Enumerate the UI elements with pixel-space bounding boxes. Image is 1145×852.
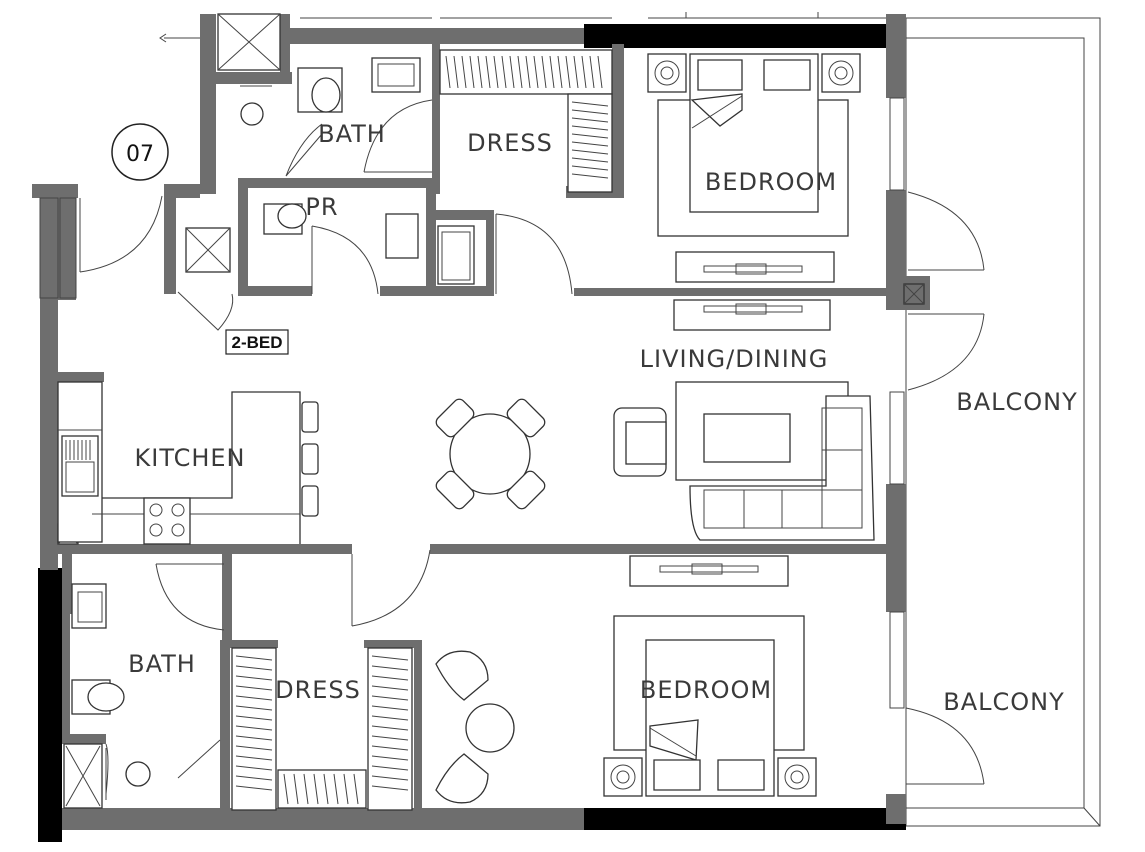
bottom-dress-wardrobes <box>231 647 413 811</box>
balcony-outline <box>905 17 1101 827</box>
unit-type-label: 2-BED <box>231 333 282 352</box>
label-bedroom-top: BEDROOM <box>705 168 837 196</box>
bottom-bedroom-furniture <box>435 555 817 804</box>
pr-fixtures <box>263 203 475 285</box>
windows <box>39 97 905 709</box>
label-bath-top: BATH <box>318 120 386 148</box>
doors <box>79 99 985 800</box>
label-dress-bottom: DRESS <box>275 676 361 704</box>
living-dining-furniture <box>435 299 875 541</box>
unit-number-marker: 07 <box>111 123 169 181</box>
walls <box>32 14 930 842</box>
unit-number: 07 <box>126 142 154 167</box>
label-powder-room: PR <box>305 193 338 221</box>
entry-arrow <box>159 33 200 43</box>
unit-type-tag: 2-BED <box>225 329 289 355</box>
label-dress-top: DRESS <box>467 129 553 157</box>
label-bedroom-bottom: BEDROOM <box>640 676 772 704</box>
kitchen-fixtures <box>57 381 319 545</box>
top-bath-fixtures <box>240 57 421 126</box>
label-balcony-top: BALCONY <box>956 388 1078 416</box>
service-shafts <box>57 13 925 545</box>
top-dress-wardrobe <box>439 49 613 193</box>
bottom-bath-fixtures <box>63 583 151 809</box>
label-balcony-bottom: BALCONY <box>943 688 1065 716</box>
label-kitchen: KITCHEN <box>135 444 246 472</box>
label-bath-bottom: BATH <box>128 650 196 678</box>
label-living-dining: LIVING/DINING <box>640 345 829 373</box>
top-bedroom-furniture <box>647 53 861 283</box>
top-openings <box>300 12 886 19</box>
